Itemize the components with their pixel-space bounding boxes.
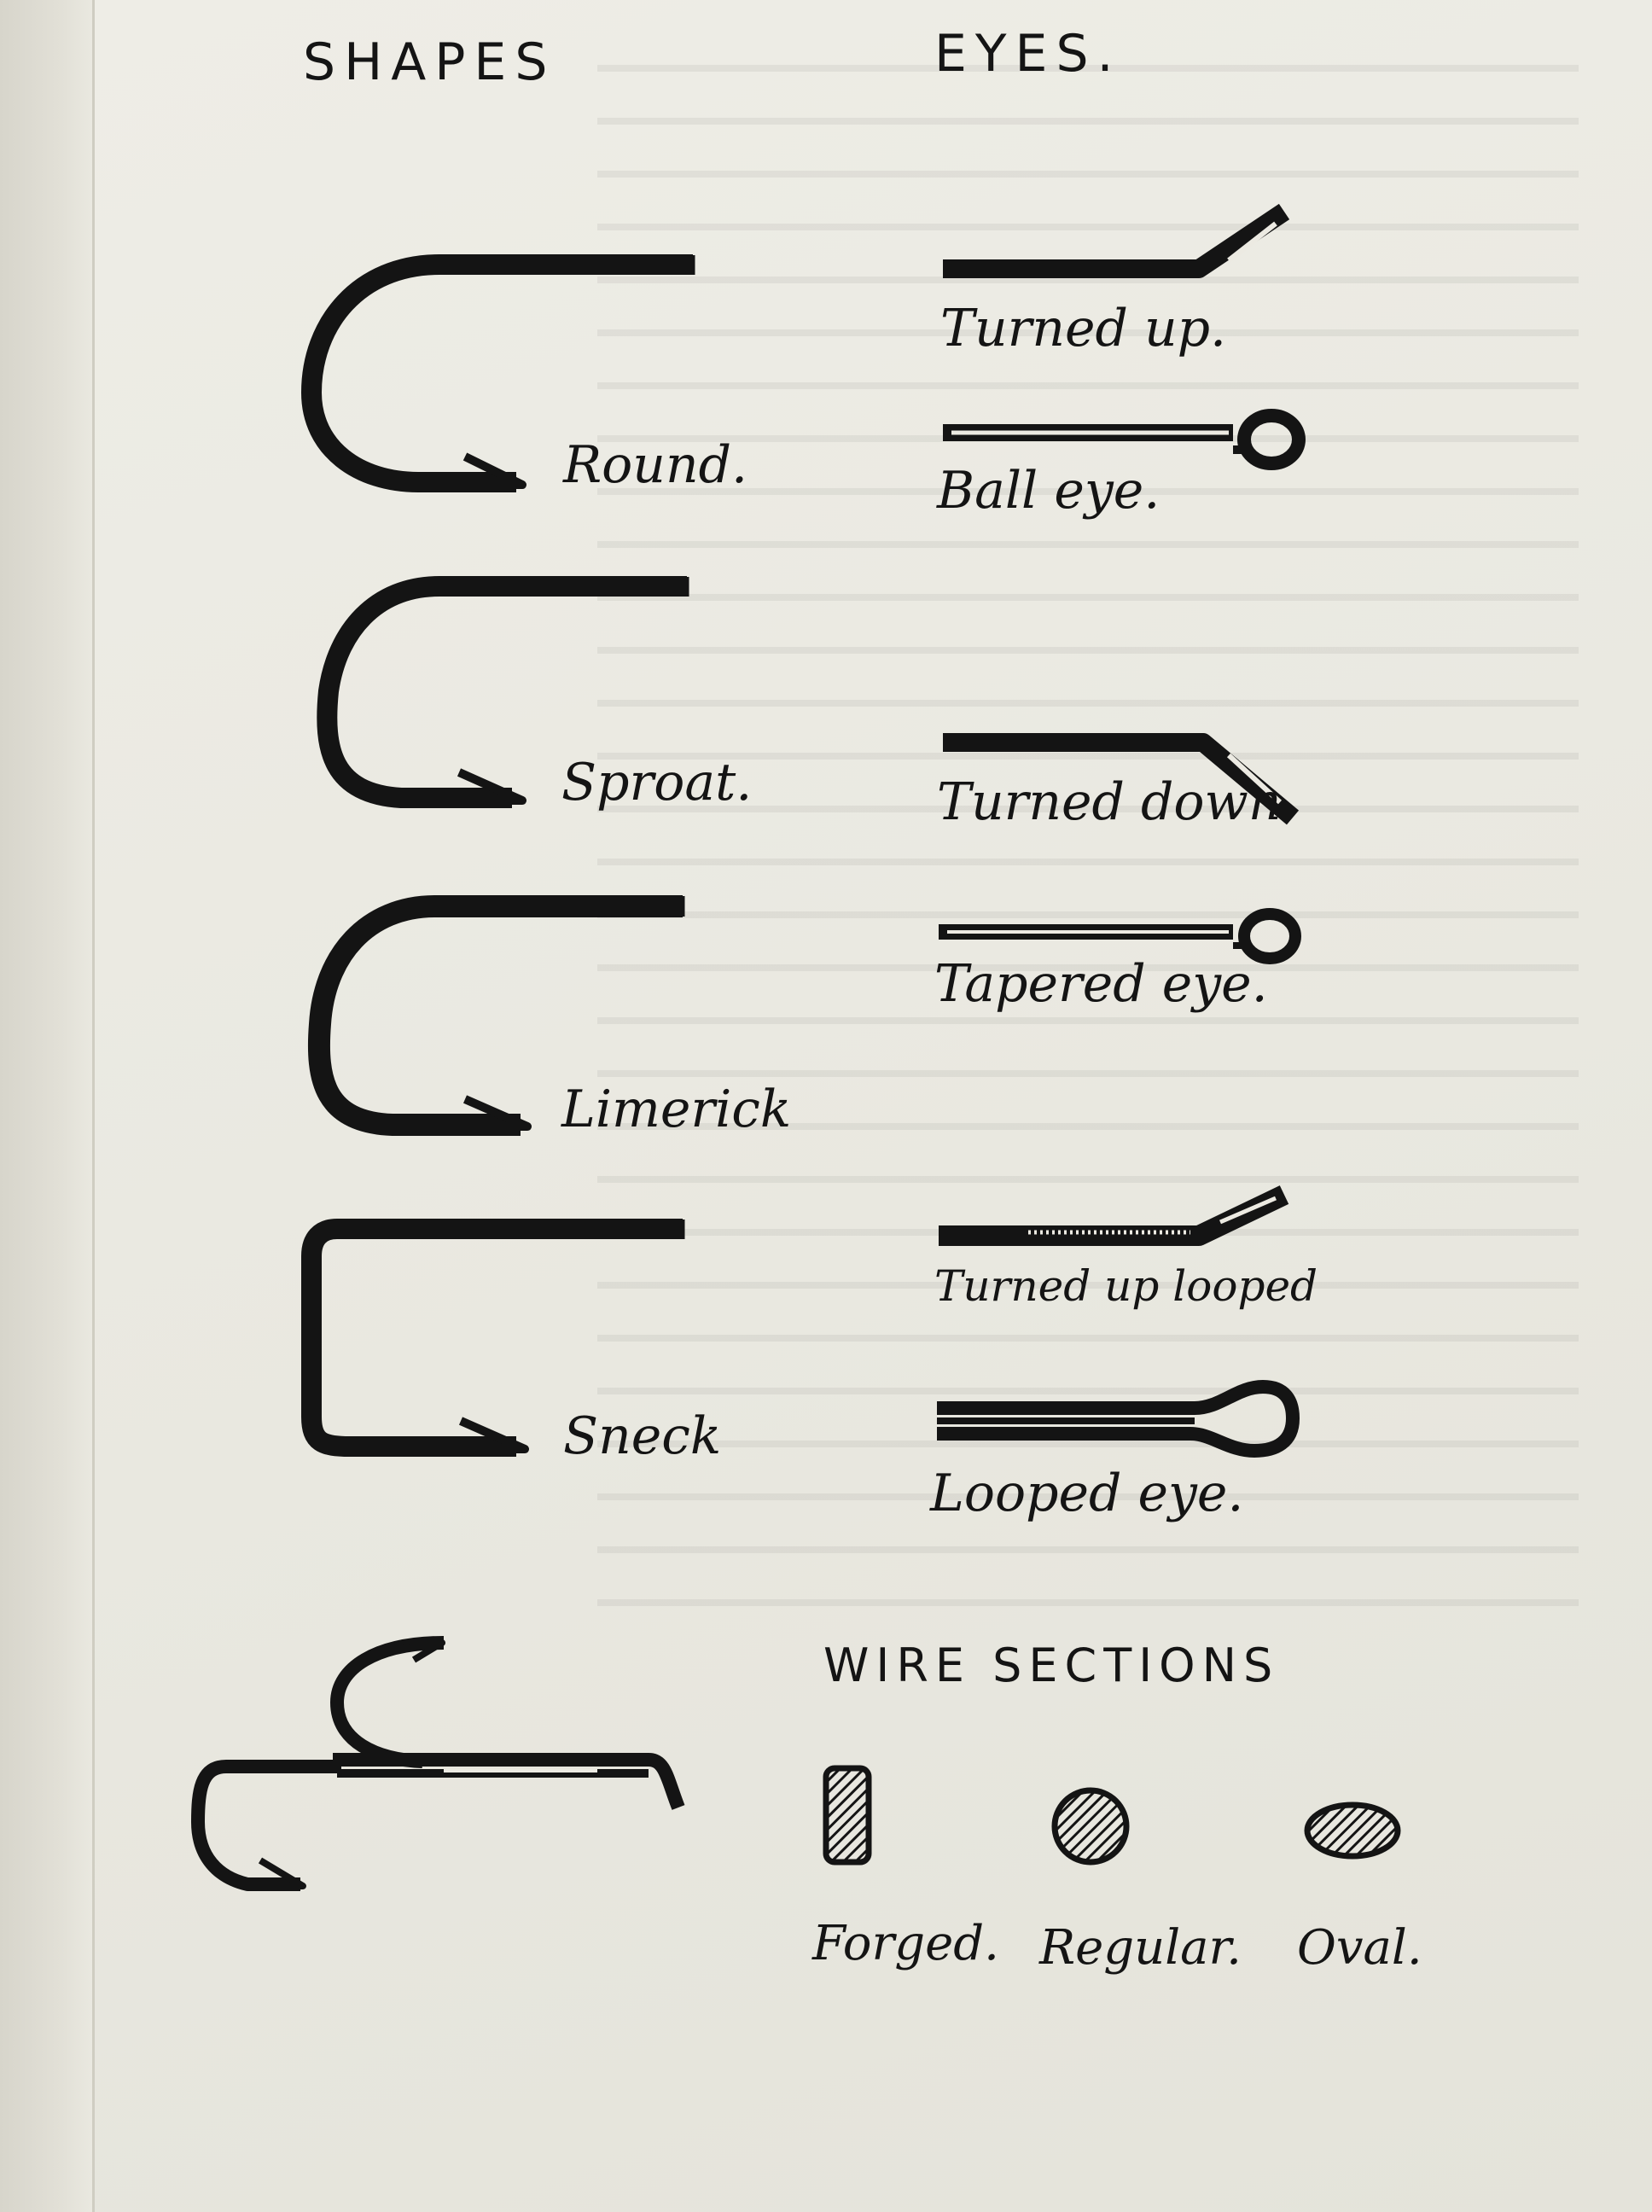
shape-label-round: Round. [563, 435, 748, 495]
wire-label-forged: Forged. [812, 1916, 999, 1971]
shape-label-limerick: Limerick [561, 1080, 792, 1139]
eye-label-looped-eye: Looped eye. [930, 1464, 1244, 1523]
show-through-text [597, 34, 1579, 1613]
shape-label-sneck: Sneck [563, 1406, 722, 1466]
oval-section-icon [1304, 1802, 1401, 1860]
limerick-hook-icon [307, 895, 685, 1136]
forged-section-icon [823, 1765, 872, 1866]
tapered-eye-icon [939, 908, 1301, 964]
ball-eye-icon [943, 409, 1306, 470]
eyes-heading: EYES. [934, 24, 1122, 84]
shape-label-sproat: Sproat. [561, 753, 753, 812]
sneck-hook-icon [301, 1219, 685, 1457]
shapes-heading: SHAPES [303, 32, 556, 92]
regular-section-icon [1051, 1787, 1130, 1866]
eye-label-tapered-eye: Tapered eye. [934, 954, 1268, 1014]
turned-up-eye-icon [943, 203, 1290, 278]
double-hook-icon [191, 1636, 685, 1891]
eye-label-turned-up-looped: Turned up looped [934, 1261, 1318, 1311]
round-hook-icon [301, 254, 695, 492]
page-edge [92, 0, 95, 2212]
wire-label-oval: Oval. [1297, 1920, 1422, 1976]
looped-eye-icon [937, 1380, 1300, 1458]
binding-shadow [0, 0, 102, 2212]
eye-label-turned-up: Turned up. [940, 299, 1227, 358]
sproat-hook-icon [317, 576, 689, 808]
turned-up-looped-eye-icon [939, 1185, 1289, 1246]
wire-label-regular: Regular. [1039, 1920, 1242, 1976]
eye-label-turned-down: Turned down [937, 772, 1282, 832]
wire-sections-heading: WIRE SECTIONS [823, 1639, 1280, 1692]
eye-label-ball-eye: Ball eye. [937, 461, 1160, 521]
turned-down-eye-icon [943, 733, 1300, 825]
